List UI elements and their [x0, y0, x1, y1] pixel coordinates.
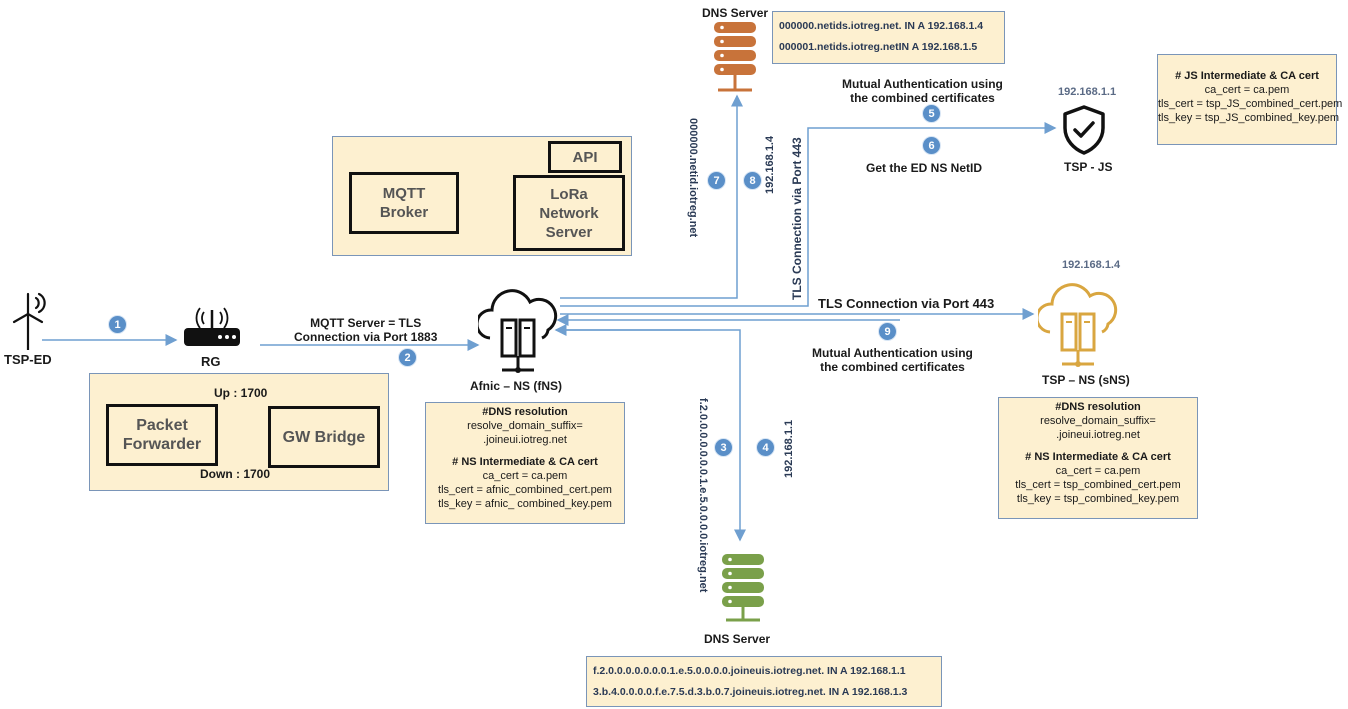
step-badge: 1 — [108, 315, 127, 334]
js-note-line: tls_key = tsp_JS_combined_key.pem — [1158, 112, 1340, 124]
ip-bottom-label: 192.168.1.1 — [783, 419, 795, 478]
dns-bottom-label: DNS Server — [704, 632, 771, 646]
packet-forwarder-block: Packet Forwarder — [106, 404, 218, 466]
sns-config-note: #DNS resolution resolve_domain_suffix= .… — [998, 397, 1198, 519]
sns-note-line — [999, 442, 1197, 450]
shield-check-icon — [1063, 105, 1105, 155]
mutual-auth-top-line-1: Mutual Authentication using — [842, 77, 1003, 91]
sns-note-line: .joineui.iotreg.net — [1056, 429, 1140, 441]
ip-top-label: 192.168.1.4 — [764, 135, 776, 194]
afnic-note-line: tls_key = afnic_ combined_key.pem — [438, 498, 612, 510]
sns-note-line: resolve_domain_suffix= — [1040, 415, 1156, 427]
mutual-auth-bottom-line-1: Mutual Authentication using — [812, 346, 973, 360]
sns-note-line: # NS Intermediate & CA cert — [1025, 451, 1171, 463]
dns-record: 000000.netids.iotreg.net. IN A 192.168.1… — [779, 20, 984, 32]
sns-note-line: tls_cert = tsp_combined_cert.pem — [1015, 479, 1181, 491]
step-badge: 5 — [922, 104, 941, 123]
mutual-auth-top-line-2: the combined certificates — [850, 91, 995, 105]
cloud-server-icon — [478, 289, 558, 373]
mqtt-connection-line-2: Connection via Port 1883 — [294, 330, 438, 344]
afnic-config-note: #DNS resolution resolve_domain_suffix= .… — [425, 402, 625, 524]
step-badge: 6 — [922, 136, 941, 155]
dns-record: f.2.0.0.0.0.0.0.0.1.e.5.0.0.0.0.joineuis… — [593, 665, 906, 677]
js-note-line: # JS Intermediate & CA cert — [1175, 70, 1319, 82]
gw-bridge-block: GW Bridge — [268, 406, 380, 468]
afnic-label: Afnic – NS (fNS) — [470, 379, 563, 393]
dns-bottom-records: f.2.0.0.0.0.0.0.0.1.e.5.0.0.0.0.joineuis… — [586, 656, 942, 707]
js-note-line: tls_cert = tsp_JS_combined_cert.pem — [1158, 98, 1343, 110]
afnic-note-line: resolve_domain_suffix= — [467, 420, 583, 432]
dns-top-records: 000000.netids.iotreg.net. IN A 192.168.1… — [772, 11, 1005, 64]
step-badge: 7 — [707, 171, 726, 190]
afnic-note-line — [426, 447, 624, 455]
mqtt-connection-line-1: MQTT Server = TLS — [310, 316, 422, 330]
get-netid-label: Get the ED NS NetID — [866, 161, 983, 175]
lora-network-server-block: LoRa Network Server — [513, 175, 625, 251]
netid-query-label: 000000.netid.iotreg.net — [687, 118, 699, 238]
rg-panel: Packet Forwarder GW Bridge Up : 1700 Dow… — [89, 373, 389, 491]
tsp-js-label: TSP - JS — [1064, 160, 1113, 174]
afnic-note-line: tls_cert = afnic_combined_cert.pem — [438, 484, 612, 496]
server-panel: API MQTT Broker LoRa Network Server — [332, 136, 632, 256]
sns-note-line: #DNS resolution — [1055, 401, 1141, 413]
afnic-note-line: # NS Intermediate & CA cert — [452, 456, 598, 468]
dns-record: 000001.netids.iotreg.netIN A 192.168.1.5 — [779, 41, 978, 53]
tls-horizontal-label: TLS Connection via Port 443 — [818, 296, 995, 311]
js-ip-label: 192.168.1.1 — [1058, 86, 1117, 98]
mutual-auth-bottom-line-2: the combined certificates — [820, 360, 965, 374]
rg-label: RG — [201, 354, 221, 369]
link-afnic-js — [560, 122, 1057, 307]
api-block: API — [548, 141, 622, 173]
joineui-query-label: f.2.0.0.0.0.0.0.0.1.e.5.0.0.0.0.iotreg.n… — [697, 398, 709, 593]
afnic-note-line: ca_cert = ca.pem — [482, 470, 568, 482]
mutual-auth-top-label: Mutual Authentication using the combined… — [842, 77, 1003, 105]
step-badge: 9 — [878, 322, 897, 341]
dns-server-bottom-icon — [722, 554, 764, 622]
step-badge: 8 — [743, 171, 762, 190]
down-port-label: Down : 1700 — [200, 467, 271, 481]
tsp-ed-label: TSP-ED — [4, 352, 52, 367]
wind-turbine-icon — [12, 292, 46, 350]
step-badge: 3 — [714, 438, 733, 457]
sns-note-line: ca_cert = ca.pem — [1055, 465, 1141, 477]
up-port-label: Up : 1700 — [214, 386, 268, 400]
tsp-ns-label: TSP – NS (sNS) — [1042, 373, 1130, 387]
router-icon — [184, 307, 240, 346]
dns-top-label: DNS Server — [702, 6, 769, 20]
dns-server-top-icon — [714, 22, 756, 92]
mqtt-broker-block: MQTT Broker — [349, 172, 459, 234]
dns-record: 3.b.4.0.0.0.0.f.e.7.5.d.3.b.0.7.joineuis… — [593, 686, 908, 698]
sns-note-line: tls_key = tsp_combined_key.pem — [1016, 493, 1180, 505]
tls-vertical-label: TLS Connection via Port 443 — [790, 137, 804, 300]
cloud-server-icon — [1038, 283, 1118, 367]
step-badge: 2 — [398, 348, 417, 367]
mqtt-connection-label: MQTT Server = TLS Connection via Port 18… — [294, 316, 437, 344]
mutual-auth-bottom-label: Mutual Authentication using the combined… — [812, 346, 973, 374]
link-afnic-dns-top — [560, 94, 743, 299]
js-note-line: ca_cert = ca.pem — [1204, 84, 1290, 96]
ns-ip-label: 192.168.1.4 — [1062, 259, 1121, 271]
afnic-note-line: #DNS resolution — [482, 406, 568, 418]
afnic-note-line: .joineui.iotreg.net — [483, 434, 567, 446]
js-config-note: # JS Intermediate & CA cert ca_cert = ca… — [1157, 54, 1343, 145]
step-badge: 4 — [756, 438, 775, 457]
